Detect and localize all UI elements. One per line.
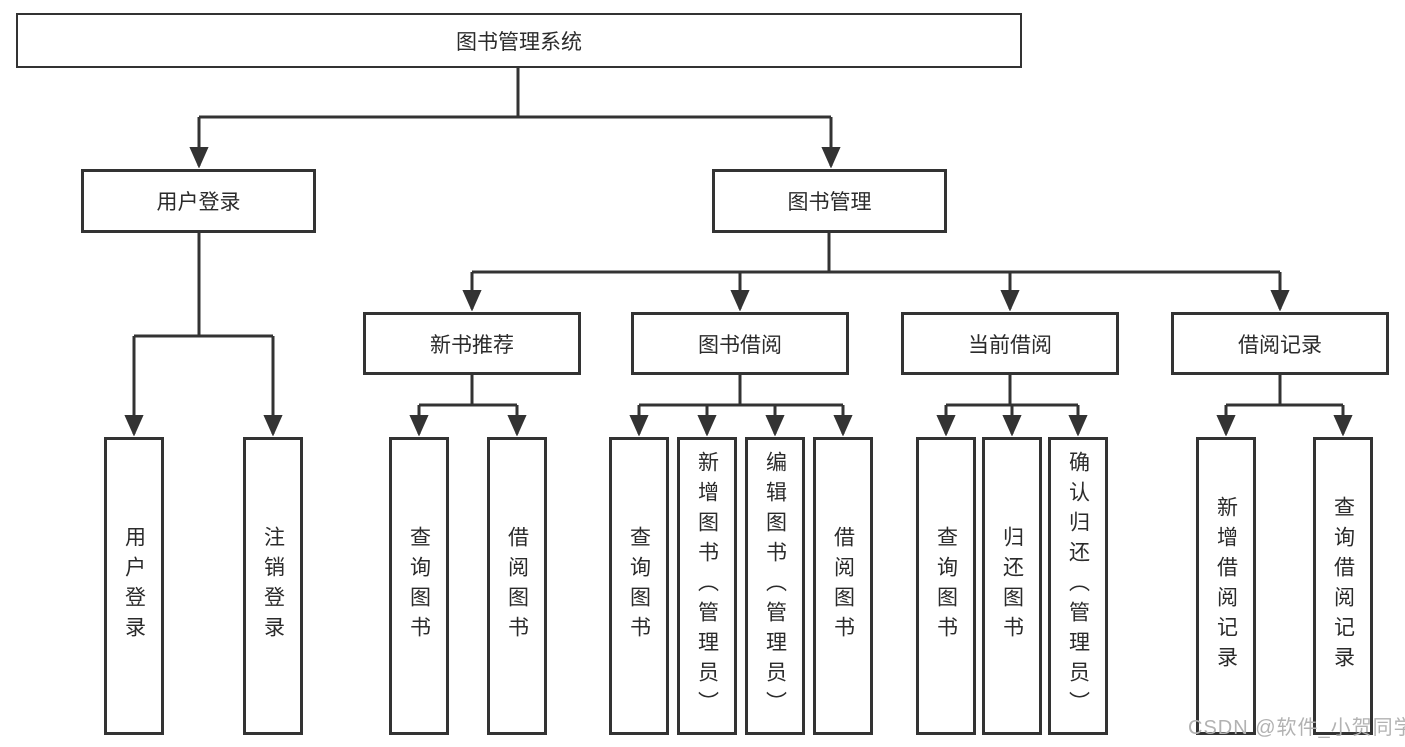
- csdn-watermark: CSDN @软件_小贺同学: [1188, 717, 1405, 739]
- leaf-add-borrow-record: 新增借阅记录: [1196, 437, 1256, 735]
- node-new-book-recommendation: 新书推荐: [363, 312, 581, 375]
- leaf-add-books-admin: 新增图书（管理员）: [677, 437, 737, 735]
- leaf-query-borrow-record: 查询借阅记录: [1313, 437, 1373, 735]
- node-book-management: 图书管理: [712, 169, 947, 233]
- node-user-login: 用户登录: [81, 169, 316, 233]
- leaf-return-books: 归还图书: [982, 437, 1042, 735]
- leaf-confirm-return-admin: 确认归还（管理员）: [1048, 437, 1108, 735]
- leaf-edit-books-admin: 编辑图书（管理员）: [745, 437, 805, 735]
- node-book-borrowing: 图书借阅: [631, 312, 849, 375]
- leaf-query-books-current: 查询图书: [916, 437, 976, 735]
- leaf-borrow-books-borrowing: 借阅图书: [813, 437, 873, 735]
- leaf-user-login: 用户登录: [104, 437, 164, 735]
- node-current-borrowing: 当前借阅: [901, 312, 1119, 375]
- leaf-logout: 注销登录: [243, 437, 303, 735]
- node-borrowing-records: 借阅记录: [1171, 312, 1389, 375]
- node-library-management-system: 图书管理系统: [16, 13, 1022, 68]
- leaf-query-books-recommend: 查询图书: [389, 437, 449, 735]
- leaf-borrow-books-recommend: 借阅图书: [487, 437, 547, 735]
- leaf-query-books-borrowing: 查询图书: [609, 437, 669, 735]
